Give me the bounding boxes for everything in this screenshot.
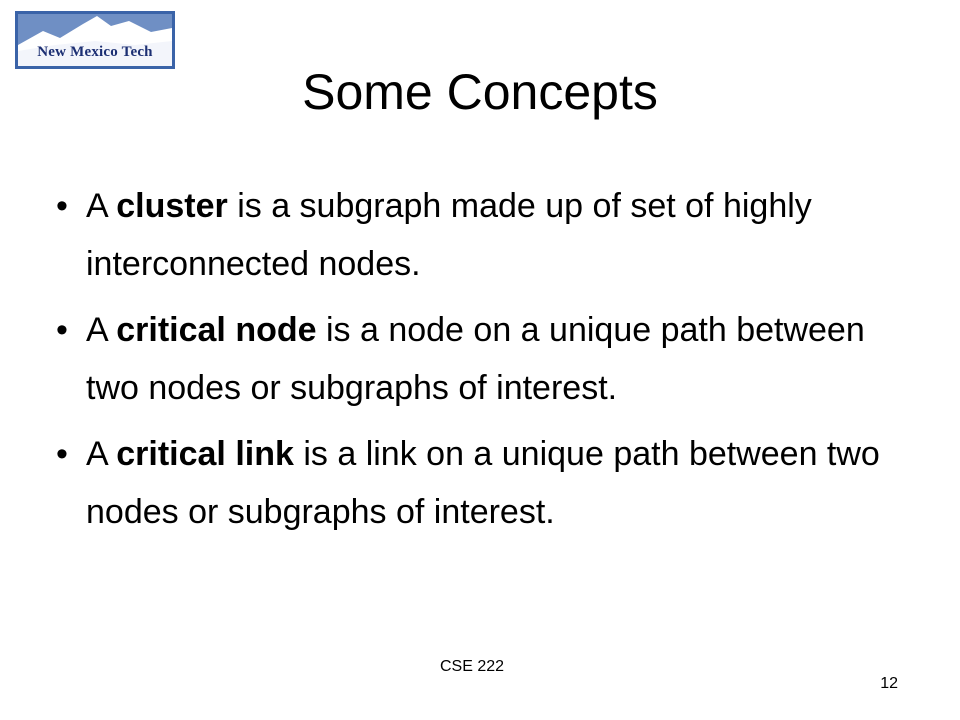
bullet-text: is a node on a unique path between two n… xyxy=(86,311,865,407)
bullet-dot-icon: • xyxy=(56,311,68,349)
university-logo: New Mexico Tech xyxy=(15,11,175,69)
mountain-logo-graphic xyxy=(15,11,175,69)
bullet-text: is a link on a unique path between two n… xyxy=(86,435,880,531)
bullet-term: critical link xyxy=(116,435,294,473)
slide-title: Some Concepts xyxy=(302,64,658,120)
bullet-text: is a subgraph made up of set of highly i… xyxy=(86,187,812,283)
bullet-item-cluster: • A cluster is a subgraph made up of set… xyxy=(48,177,908,293)
bullet-dot-icon: • xyxy=(56,435,68,473)
bullet-list: • A cluster is a subgraph made up of set… xyxy=(48,177,908,549)
bullet-prefix: A xyxy=(86,435,117,473)
footer-course-label: CSE 222 xyxy=(440,658,505,675)
bullet-dot-icon: • xyxy=(56,187,68,225)
logo-text: New Mexico Tech xyxy=(37,44,153,60)
bullet-term: cluster xyxy=(116,187,228,225)
page-number: 12 xyxy=(880,675,898,692)
bullet-item-critical-link: • A critical link is a link on a unique … xyxy=(48,425,908,541)
bullet-prefix: A xyxy=(86,311,117,349)
bullet-term: critical node xyxy=(116,311,317,349)
bullet-item-critical-node: • A critical node is a node on a unique … xyxy=(48,301,908,417)
bullet-prefix: A xyxy=(86,187,117,225)
